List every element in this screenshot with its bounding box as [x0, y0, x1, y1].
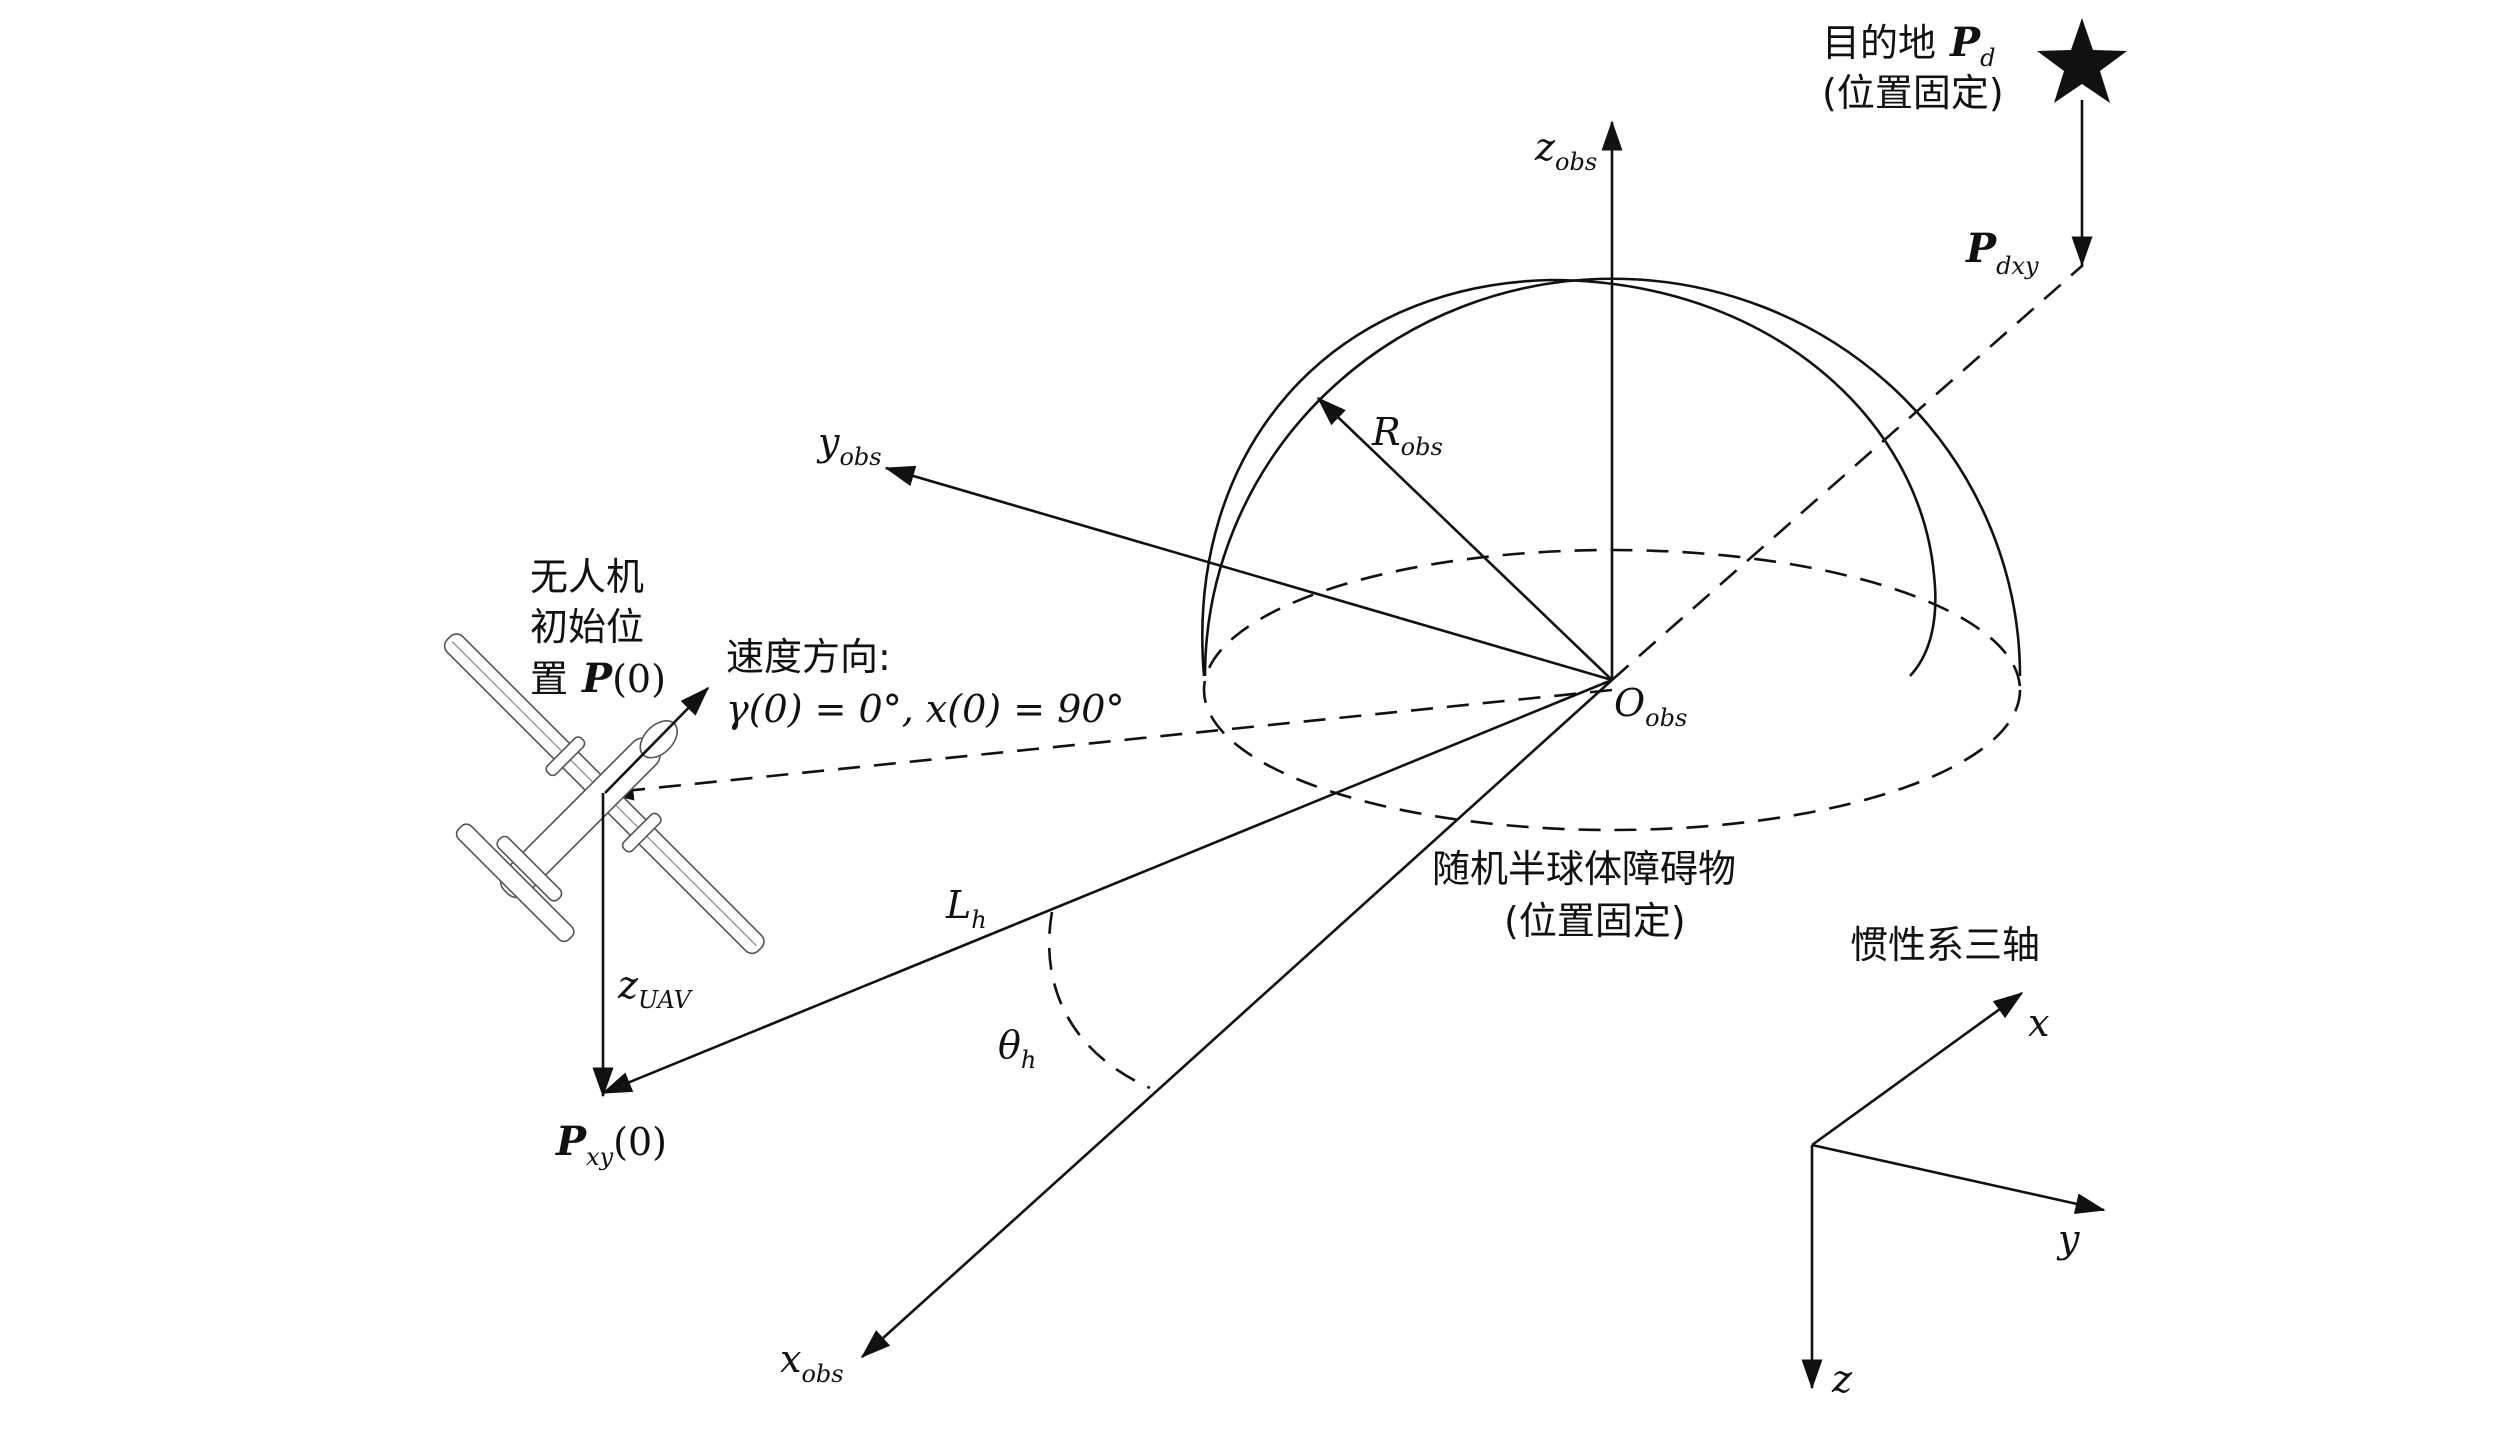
uav-initial-line2: 初始位	[530, 605, 644, 649]
obstacle-frame	[601, 120, 2084, 1359]
velocity-line2: γ(0) = 0°, x(0) = 90°	[726, 687, 1124, 731]
destination-label-line2: (位置固定)	[1822, 71, 2004, 115]
l-h-label: Lh	[945, 883, 987, 934]
origin-to-uav-dashed	[603, 688, 1613, 801]
l-h-line	[601, 678, 1613, 1095]
p-dxy-label: Pdxy	[1965, 225, 2039, 280]
velocity-line1: 速度方向:	[726, 635, 891, 679]
inertial-x-axis	[1811, 991, 2024, 1147]
x-obs-label: xobs	[780, 1337, 844, 1388]
x-obs-axis	[860, 679, 1613, 1359]
r-obs-radius	[1316, 396, 1613, 681]
destination-group	[2037, 18, 2127, 267]
inertial-x-label: x	[2028, 1001, 2049, 1045]
hemisphere-dome	[1201, 278, 1937, 677]
uav-velocity-arrow	[604, 686, 710, 794]
inertial-frame	[1801, 991, 2106, 1390]
z-uav-label: zUAV	[617, 963, 694, 1014]
y-obs-label: yobs	[816, 420, 882, 471]
inertial-z-label: z	[1831, 1357, 1853, 1401]
inertial-y-label: y	[2056, 1217, 2080, 1261]
inertial-title: 惯性系三轴	[1850, 923, 2040, 967]
theta-h-arc	[1047, 911, 1151, 1090]
obstacle-caption-line2: (位置固定)	[1504, 899, 1686, 943]
z-obs-label: zobs	[1534, 125, 1597, 176]
uav-initial-line1: 无人机	[530, 555, 644, 599]
r-obs-label: Robs	[1371, 410, 1443, 461]
star-icon	[2037, 18, 2127, 103]
inertial-y-axis	[1811, 1143, 2106, 1215]
y-obs-axis	[884, 465, 1613, 682]
p-xy0-label: Pxy(0)	[555, 1118, 667, 1171]
origin-to-destination-dashed	[1611, 264, 2084, 681]
obstacle-caption-line1: 随机半球体障碍物	[1432, 847, 1736, 891]
o-obs-label: Oobs	[1614, 681, 1687, 732]
theta-h-label: θh	[998, 1023, 1036, 1074]
